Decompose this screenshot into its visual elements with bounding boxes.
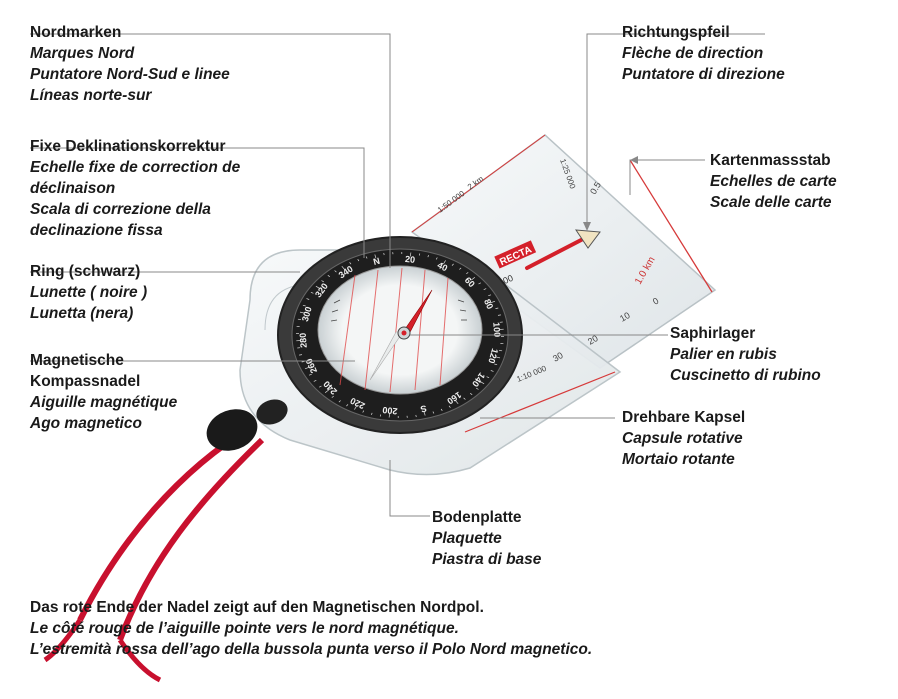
label-nadel: Magnetische Kompassnadel Aiguille magnét… <box>30 352 178 432</box>
bezel-tick <box>299 354 303 356</box>
bezel-tick <box>388 413 391 418</box>
bezel-tick <box>379 414 382 417</box>
label-deklination: Fixe Deklinationskorrektur Echelle fixe … <box>30 138 241 239</box>
label-kapsel: Drehbare Kapsel Capsule rotative Mortaio… <box>622 409 746 468</box>
bearing-jewel-icon <box>401 330 407 336</box>
bezel-tick <box>304 366 310 370</box>
bezel-tick <box>418 253 421 256</box>
bezel-tick <box>357 259 360 262</box>
label-nordmarken: Nordmarken Marques Nord Puntatore Nord-S… <box>30 24 230 104</box>
bezel-tick <box>302 304 306 307</box>
bezel-number: 200 <box>382 405 398 417</box>
bezel-tick <box>427 255 430 258</box>
bezel-tick <box>409 252 412 257</box>
declination-scale <box>330 299 467 322</box>
bezel-tick <box>306 298 310 300</box>
bezel-tick <box>469 393 473 395</box>
bezel-tick <box>327 275 331 277</box>
bezel-tick <box>310 291 314 294</box>
svg-text:20: 20 <box>586 333 600 347</box>
bezel-tick <box>440 408 443 411</box>
label-richtungspfeil: Richtungspfeil Flèche de direction Punta… <box>622 24 785 83</box>
bezel-tick <box>435 257 438 260</box>
direction-arrow <box>525 229 601 270</box>
bezel-tick <box>346 404 349 407</box>
bezel-tick <box>463 397 466 400</box>
bezel-tick <box>490 300 496 304</box>
footer-de: Das rote Ende der Nadel zeigt auf den Ma… <box>30 599 484 616</box>
bezel-tick <box>299 311 305 314</box>
label-saphirlager: Saphirlager Palier en rubis Cuscinetto d… <box>670 325 821 384</box>
bezel-tick <box>415 414 417 418</box>
orienting-lines <box>339 267 449 393</box>
bezel-tick <box>331 395 334 398</box>
footer-fr: Le côté rouge de l’aiguille pointe vers … <box>30 620 459 637</box>
bezel-tick <box>370 412 373 415</box>
bezel-number: 80 <box>482 297 495 310</box>
bezel-number: S <box>419 403 427 414</box>
bezel-tick <box>324 389 330 393</box>
bezel-tick <box>448 405 451 408</box>
bezel-tick <box>338 400 341 403</box>
lanyard <box>43 399 288 683</box>
bottom-ruler <box>464 371 616 433</box>
bezel-tick <box>495 356 501 359</box>
bezel-tick <box>341 265 345 270</box>
bezel-tick <box>443 260 446 265</box>
bezel-tick <box>495 307 499 309</box>
bezel-tick <box>479 381 485 385</box>
bezel-tick <box>423 411 426 416</box>
bezel-number: 280 <box>298 332 309 348</box>
svg-text:0: 0 <box>651 296 660 307</box>
bezel-tick <box>455 400 459 405</box>
leader-lines <box>30 33 765 517</box>
bezel-tick <box>478 282 481 285</box>
bezel-tick <box>486 376 490 379</box>
label-ring: Ring (schwarz) Lunette ( noire ) Lunetta… <box>30 263 148 322</box>
bezel-tick <box>321 280 324 283</box>
bezel-tick <box>490 370 494 372</box>
bezel-tick <box>374 254 377 259</box>
bezel-number: 20 <box>405 254 416 265</box>
cm-marks: 0 10 20 30 <box>551 296 660 364</box>
bezel-number: 300 <box>300 305 314 322</box>
bezel-tick <box>334 270 337 273</box>
footer-note: Das rote Ende der Nadel zeigt auf den Ma… <box>30 597 592 660</box>
leader-arrowheads <box>583 156 638 231</box>
bezel-number: 40 <box>436 260 449 273</box>
bezel-tick <box>354 405 357 410</box>
svg-text:10: 10 <box>618 310 632 324</box>
bezel-tick <box>470 277 476 281</box>
bezel-tick <box>365 256 368 259</box>
bezel-tick <box>319 385 322 388</box>
top-ruler <box>411 134 546 233</box>
magnetic-needle <box>369 289 433 381</box>
svg-text:30: 30 <box>551 350 565 364</box>
bezel-tick <box>476 387 479 390</box>
bezel-number: 100 <box>491 322 502 338</box>
label-bodenplatte: Bodenplatte Plaquette Piastra di base <box>432 509 542 568</box>
footer-it: L’estremità rossa dell’ago della bussola… <box>30 641 593 658</box>
bezel-tick <box>483 288 487 291</box>
bezel-tick <box>383 252 385 256</box>
label-kartenmassstab: Kartenmassstab Echelles de carte Scale d… <box>710 152 837 211</box>
bezel-tick <box>494 363 498 366</box>
bezel-tick <box>315 285 321 289</box>
bezel-tick <box>497 314 501 316</box>
bezel-tick <box>432 411 435 414</box>
bezel-tick <box>488 294 492 297</box>
bezel-tick <box>451 263 454 266</box>
bezel-tick <box>313 379 317 382</box>
bezel-tick <box>362 410 365 413</box>
bezel-tick <box>308 373 312 376</box>
bezel-tick <box>459 267 462 270</box>
bezel-tick <box>349 262 352 265</box>
bezel-number: N <box>372 256 381 267</box>
bezel-number: 120 <box>486 347 500 364</box>
bezel-tick <box>466 272 469 275</box>
cord-lock <box>206 409 258 451</box>
